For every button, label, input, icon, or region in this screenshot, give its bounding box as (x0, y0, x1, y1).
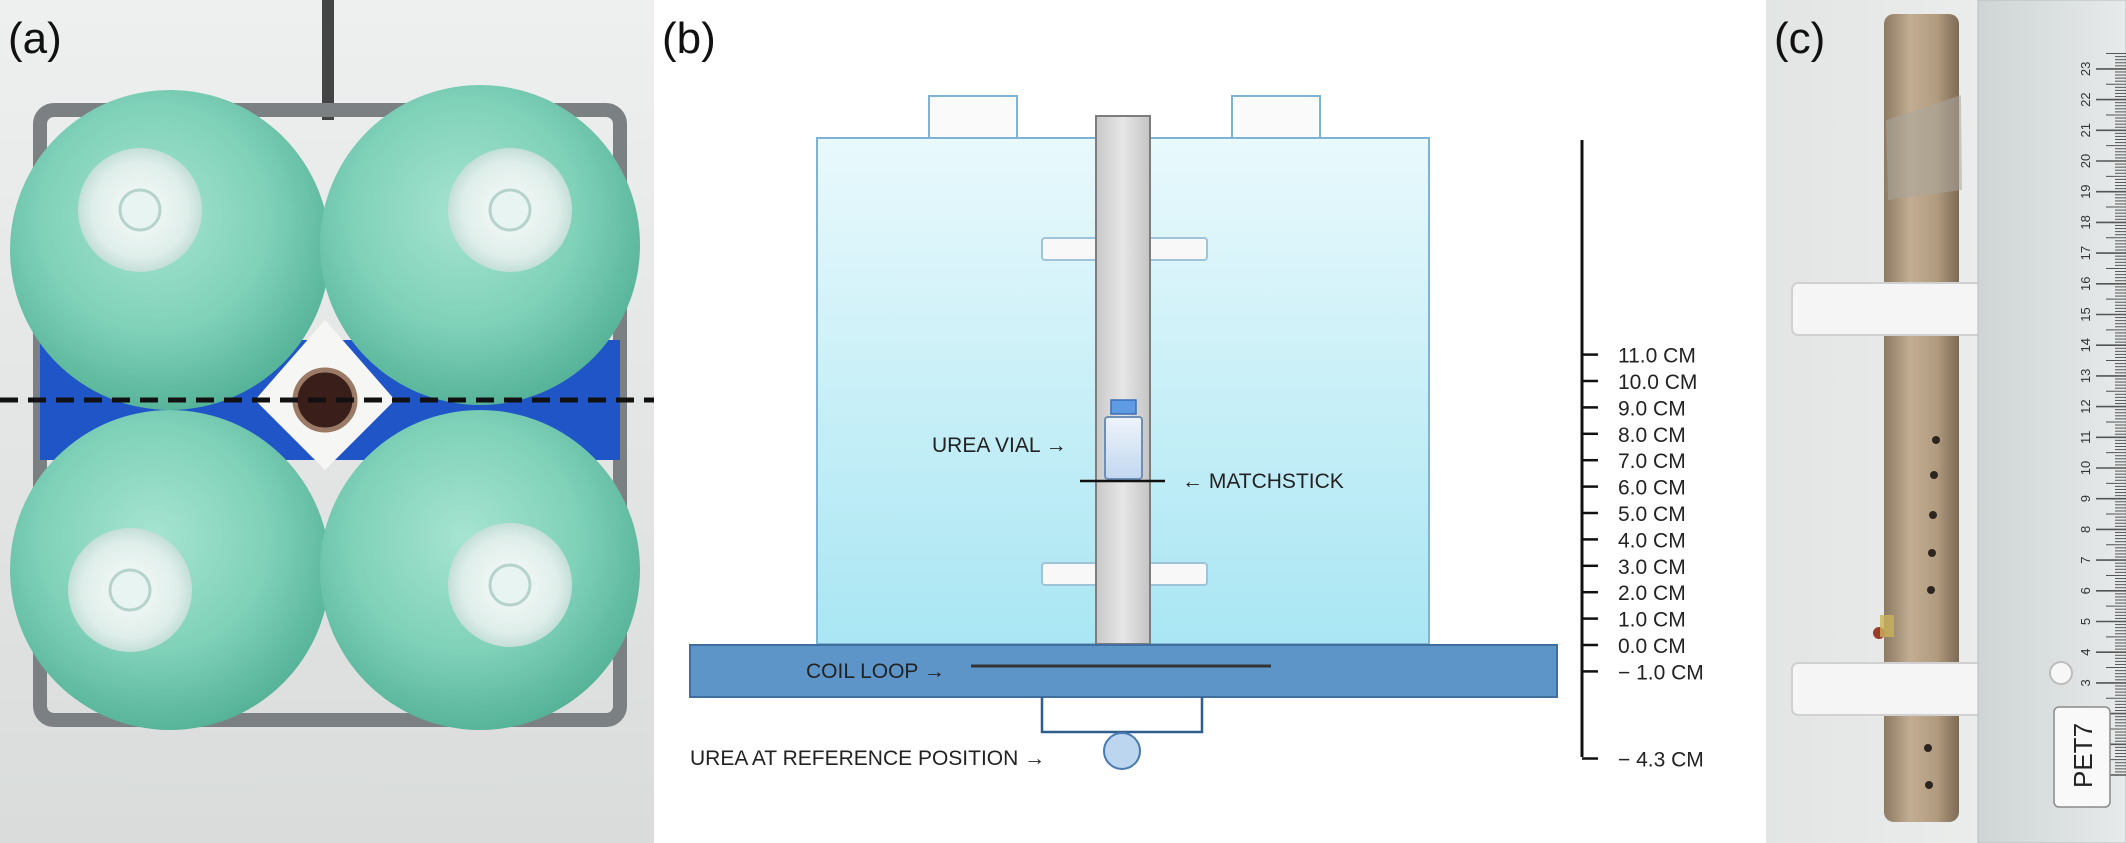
ruler-number: 11 (2078, 431, 2093, 445)
scale-tick-label: 5.0 CM (1618, 503, 1686, 526)
bottle-top-left (10, 90, 330, 410)
scale-tick-label: 1.0 CM (1618, 609, 1686, 632)
ruler-number: 20 (2078, 154, 2093, 168)
panel-a-photo: (a) (0, 0, 654, 843)
ruler (1977, 0, 2126, 843)
scale-tick-label: 10.0 CM (1618, 371, 1697, 394)
ruler-number: 12 (2078, 399, 2093, 413)
scale-tick-label: 8.0 CM (1618, 424, 1686, 447)
scale-tick-label: 7.0 CM (1618, 450, 1686, 473)
ruler-number: 14 (2078, 338, 2093, 352)
urea-reference-sphere (1103, 732, 1141, 770)
panel-a-label: (a) (8, 14, 62, 63)
bottle-bottom-right (320, 410, 640, 730)
ruler-number: 22 (2078, 92, 2093, 106)
reference-holder (1040, 697, 1204, 734)
ruler-number: 23 (2078, 62, 2093, 76)
scale-tick-label: 9.0 CM (1618, 397, 1686, 420)
ruler-number: 21 (2078, 123, 2093, 137)
foam-holder-lower-photo (1791, 662, 1983, 716)
ruler-number: 6 (2078, 587, 2093, 594)
setup-schematic: UREA VIAL → ← MATCHSTICK COIL LOOP → URE… (689, 95, 1704, 772)
ruler-number: 19 (2078, 184, 2093, 198)
coil-base (689, 644, 1558, 698)
tube-ruler-photo: 01234567891011121314151617181920212223 P… (1766, 0, 2126, 843)
ruler-number: 13 (2078, 369, 2093, 383)
foam-holder-upper-photo (1791, 282, 1983, 336)
ruler-number: 10 (2078, 461, 2093, 475)
scale-tick-label: 2.0 CM (1618, 582, 1686, 605)
ruler-tag: PET7 (2068, 723, 2098, 788)
panel-c-photo: 01234567891011121314151617181920212223 P… (1766, 0, 2126, 843)
ruler-number: 17 (2078, 246, 2093, 260)
scale-ticks: 11.0 CM 10.0 CM 9.0 CM 8.0 CM 7.0 CM 6.0 CM 5.… (1582, 345, 1704, 772)
bottle-bottom-left (10, 410, 330, 730)
cardboard-tube-photo (1884, 14, 1959, 822)
ruler-number: 5 (2078, 618, 2093, 625)
phantom-cap-left (928, 95, 1018, 140)
ruler-ticks (2096, 53, 2126, 776)
vial-in-tube (1880, 615, 1894, 637)
phantom-cap-right (1231, 95, 1321, 140)
scale-tick-label: 0.0 CM (1618, 635, 1686, 658)
ruler-number: 18 (2078, 215, 2093, 229)
label-urea-vial: UREA VIAL → (932, 434, 1067, 457)
cable (322, 0, 334, 120)
bottles-top-view-photo (0, 0, 654, 843)
ruler-number: 7 (2078, 556, 2093, 563)
panel-b-diagram: UREA VIAL → ← MATCHSTICK COIL LOOP → URE… (654, 0, 1766, 843)
ruler-number: 3 (2078, 679, 2093, 686)
ruler-number: 4 (2078, 649, 2093, 656)
panel-b-label: (b) (662, 14, 716, 63)
label-urea-reference: UREA AT REFERENCE POSITION → (690, 747, 1045, 770)
panel-c-label: (c) (1774, 14, 1826, 63)
scale-tick-label: 4.0 CM (1618, 529, 1686, 552)
scale-tick-label: − 1.0 CM (1618, 661, 1704, 684)
label-coil-loop: COIL LOOP → (806, 660, 945, 683)
ruler-hole (2049, 661, 2073, 685)
ruler-number: 15 (2078, 307, 2093, 321)
scale-tick-label: 3.0 CM (1618, 556, 1686, 579)
bottle-top-right (320, 85, 640, 405)
urea-vial (1104, 416, 1143, 480)
ruler-tag-box (2053, 706, 2111, 808)
urea-vial-cap (1110, 399, 1137, 415)
ruler-number: 9 (2078, 495, 2093, 502)
ruler-number: 8 (2078, 526, 2093, 533)
scale-tick-label: 11.0 CM (1618, 345, 1696, 368)
scale-tick-label: 6.0 CM (1618, 477, 1686, 500)
label-matchstick: ← MATCHSTICK (1182, 470, 1344, 493)
cardboard-tube (1095, 115, 1151, 645)
tape-wrap (1886, 95, 1962, 200)
ruler-number: 16 (2078, 277, 2093, 291)
scale-tick-label: − 4.3 CM (1618, 749, 1704, 772)
tube-holes (1924, 436, 1940, 789)
